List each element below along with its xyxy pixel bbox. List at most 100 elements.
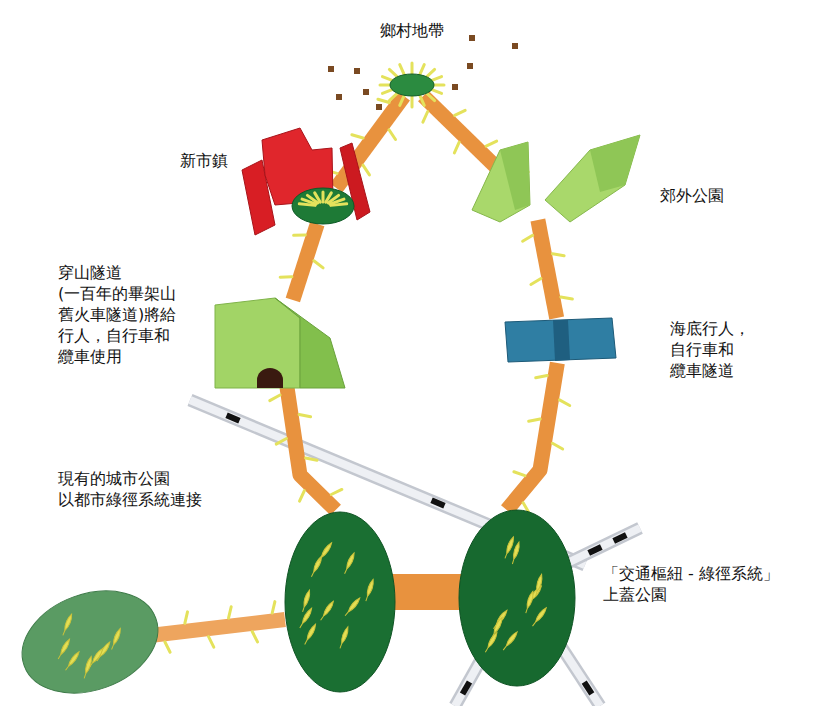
park-ellipse [459,510,575,686]
tree-mark [514,472,525,476]
tree-mark [455,110,466,115]
tree-symbol [534,574,544,597]
tree-mark [229,607,232,618]
tree-mark [389,130,395,140]
tree-symbol [319,600,335,621]
tree-mark [322,192,325,202]
tree-symbol [64,651,81,672]
rural-node: 鄉村地帶 [390,74,434,96]
country-park-node: 郊外公園 [515,190,555,220]
tree-symbol [343,552,356,575]
tree-mark [523,235,533,241]
tree-mark [331,489,342,494]
tree-mark [559,400,569,406]
building-block [262,128,333,205]
greenway-band [286,380,336,510]
node-shape [505,318,617,363]
tree-mark [299,414,310,416]
tree-mark [552,443,562,449]
tree-mark [314,261,323,268]
tree-mark [331,204,347,206]
hill-face [472,142,530,222]
rural-disc [390,74,434,96]
tree-mark [423,112,428,123]
tree-mark [378,99,389,102]
tree-symbol [502,631,519,652]
node-shape [285,510,575,695]
tree-symbol [303,623,317,645]
tree-mark [363,165,369,175]
greenway-band [538,220,557,318]
tree-mark [276,439,286,445]
tree-mark [272,602,275,613]
tree-mark [209,637,214,647]
node-label: 「交通樞紐 - 綠徑系統」 上蓋公園 [603,563,811,605]
tree-mark [185,612,188,623]
hill-side [500,142,530,210]
tree-mark [294,233,306,236]
city-park-node: 現有的城市公園 以都市綠徑系統連接 [30,600,150,685]
tree-mark [270,395,280,401]
tunnel-joint [553,320,570,361]
tree-symbol [484,631,499,653]
tree-mark [315,193,321,202]
tree-symbol [344,597,362,617]
mountain-side [275,298,345,388]
node-shape [240,300,320,380]
tree-symbol [310,555,324,577]
tree-mark [454,142,459,153]
town-node: 新市鎮 [292,188,354,224]
tree-symbol [510,541,520,564]
tree-mark [300,491,305,502]
tree-mark [529,419,540,421]
tree-symbol [524,591,535,614]
road [190,400,640,706]
undersea-tunnel-node: 海底行人， 自行車和 纜車隧道 [505,318,617,363]
node-shape [30,600,150,685]
car [225,413,627,696]
greenway-band [385,574,465,610]
node-label: 穿山隧道 (一百年的畢架山 舊火車隧道)將給 行人，自行車和 纜車使用 [58,262,208,368]
hill-face [545,135,640,222]
tree-mark [486,141,497,146]
tree-symbol [364,579,375,602]
node-shape [390,74,434,96]
node-label: 現有的城市公園 以都市綠徑系統連接 [58,468,238,510]
tree-mark [165,642,170,652]
tree-mark [352,135,363,138]
node-shape [515,190,555,220]
mountain-face [215,298,300,388]
covered-park-node: 「交通樞紐 - 綠徑系統」 上蓋公園 [285,510,575,695]
node-label: 新市鎮 [180,150,228,171]
tree-mark [306,458,317,460]
tree-symbol [338,626,350,649]
tree-mark [252,631,257,641]
greenway-band [507,363,558,510]
tunnel-block [505,318,616,362]
tree-mark [561,297,573,299]
park-ellipse [285,512,395,692]
tree-symbol [82,656,93,679]
tree-symbol [298,607,313,629]
park-ellipse [8,573,172,706]
tree-mark [536,376,547,378]
tree-symbol [490,617,504,639]
node-label: 鄉村地帶 [380,20,444,41]
tree-symbol [61,613,73,636]
tree-mark [280,275,292,278]
tunnel-node: 穿山隧道 (一百年的畢架山 舊火車隧道)將給 行人，自行車和 纜車使用 [240,300,320,380]
node-shape [292,188,354,224]
tree-symbol [531,606,548,627]
tree-symbol [56,638,71,660]
tree-mark [553,254,565,256]
node-label: 郊外公園 [660,185,724,206]
tree-mark [531,278,541,284]
hill-side [590,135,640,192]
greenway-band [150,620,285,636]
tunnel-portal [257,368,283,388]
tree-symbol [317,542,333,563]
town-disc [292,188,354,224]
tree-symbol [110,628,122,651]
node-label: 海底行人， 自行車和 纜車隧道 [670,318,770,381]
